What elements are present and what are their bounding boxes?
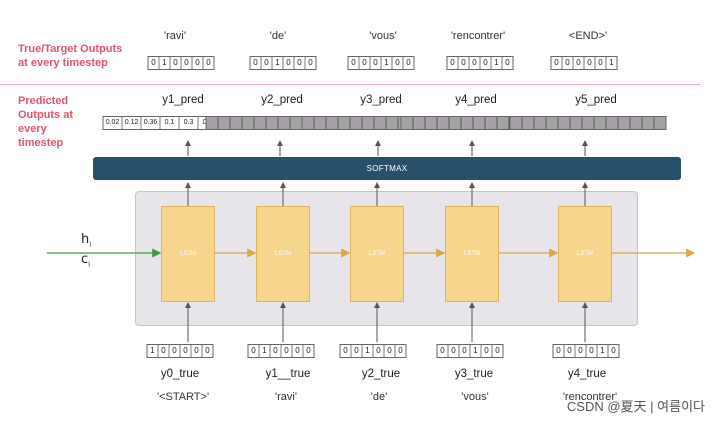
predicted-outputs-label-line: every (18, 123, 47, 135)
target-word: 'rencontrer' (450, 30, 506, 42)
target-word: 'vous' (369, 30, 397, 42)
target-word: <END>' (568, 30, 608, 42)
input-label: y0_true (160, 368, 200, 380)
input-label: y4_true (567, 368, 607, 380)
predicted-outputs-label-line: Outputs at (18, 109, 73, 121)
watermark: CSDN @夏天 | 여름이다 (566, 399, 705, 414)
target-outputs-label: True/Target Outputs at every timestep (18, 42, 122, 70)
target-word: 'de' (269, 30, 287, 42)
predicted-outputs-label: Predicted Outputs at every timestep (18, 94, 73, 150)
pred-label: y1_pred (162, 94, 204, 106)
input-word: 'ravi' (275, 391, 297, 403)
target-outputs-label-line: at every timestep (18, 57, 108, 69)
lstm-cell: LSTM (558, 206, 612, 302)
lstm-cell: LSTM (256, 206, 310, 302)
lstm-cell: LSTM (350, 206, 404, 302)
pred-vector-placeholder (509, 116, 667, 130)
target-word: 'ravi' (164, 30, 186, 42)
target-outputs-label-line: True/Target Outputs (18, 43, 123, 55)
input-word: 'vous' (461, 391, 489, 403)
pred-label: y3_pred (360, 94, 402, 106)
predicted-outputs-label-line: timestep (18, 137, 64, 149)
lstm-cell: LSTM (161, 206, 215, 302)
input-label: y2_true (361, 368, 401, 380)
pred-vector-values: 0.020.120.360.10.30.1 (102, 116, 218, 130)
pred-label: y4_pred (455, 94, 497, 106)
softmax-layer: SOFTMAX (93, 157, 681, 180)
predicted-outputs-label-line: Predicted (18, 95, 69, 107)
input-label: y1__true (265, 368, 311, 380)
pred-label: y2_pred (261, 94, 303, 106)
section-divider (0, 84, 700, 85)
input-label: y3_true (454, 368, 494, 380)
input-word: '<START>' (156, 391, 210, 403)
pred-label: y5_pred (575, 94, 617, 106)
input-word: 'de' (370, 391, 388, 403)
hidden-state-label: hi (81, 232, 92, 249)
lstm-cell: LSTM (445, 206, 499, 302)
cell-state-label: ci (81, 252, 91, 269)
input-word: 'rencontrer' (562, 391, 618, 403)
